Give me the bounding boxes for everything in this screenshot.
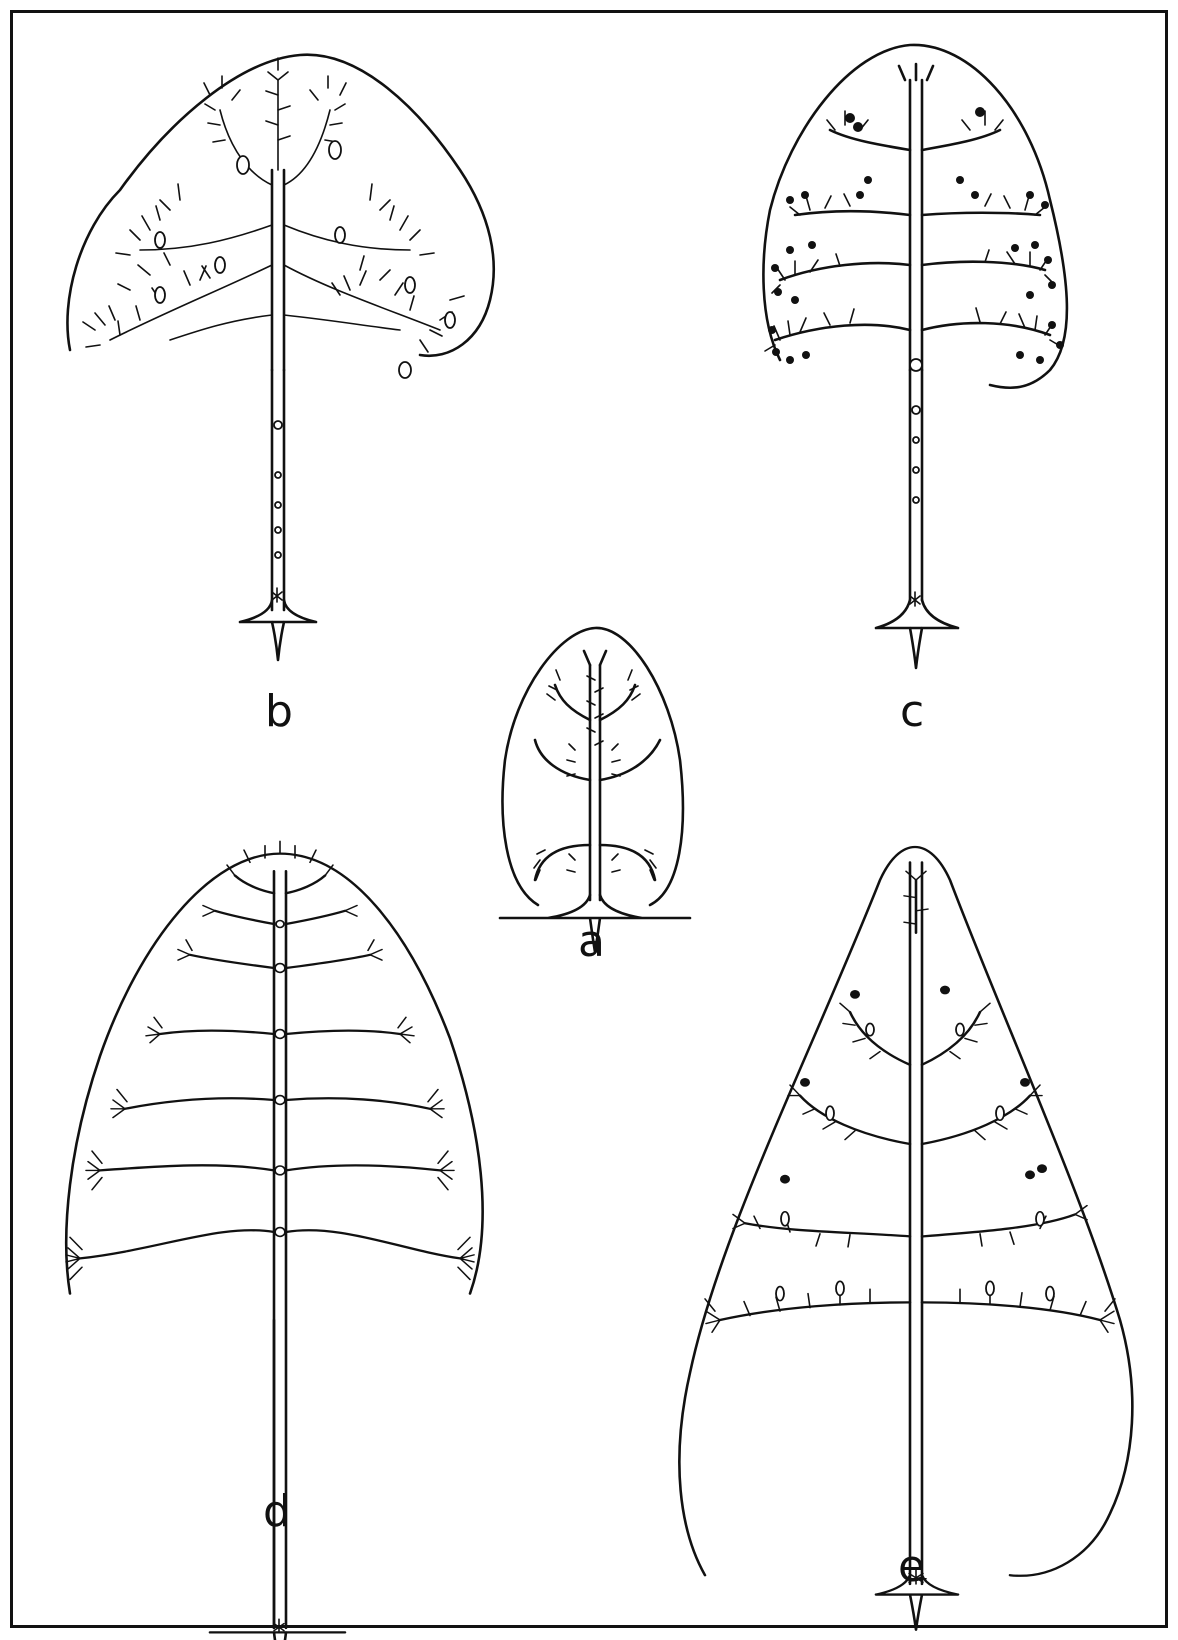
tree-c-twigs — [765, 111, 1060, 351]
tree-b-crown-outline — [67, 55, 493, 356]
figure-label-a: a — [578, 920, 605, 964]
figure-label-d: d — [263, 1490, 291, 1534]
figure-label-b: b — [265, 690, 293, 734]
tree-e-crown-outline — [679, 847, 1132, 1576]
tree-d-frond-tufts — [66, 841, 474, 1279]
tree-c-crown-outline — [763, 45, 1066, 388]
tree-b — [67, 55, 493, 660]
tree-e-fruits — [780, 986, 1047, 1184]
tree-e — [679, 847, 1132, 1630]
tree-d-branches — [80, 876, 460, 1259]
figure-label-c: c — [900, 690, 924, 734]
tree-a-crown-outline — [503, 628, 683, 905]
figure-label-e: e — [898, 1545, 925, 1589]
tree-a-leaves — [534, 670, 656, 880]
tree-a — [500, 628, 690, 952]
tree-c — [763, 45, 1066, 668]
tree-b-foliage — [83, 58, 464, 352]
